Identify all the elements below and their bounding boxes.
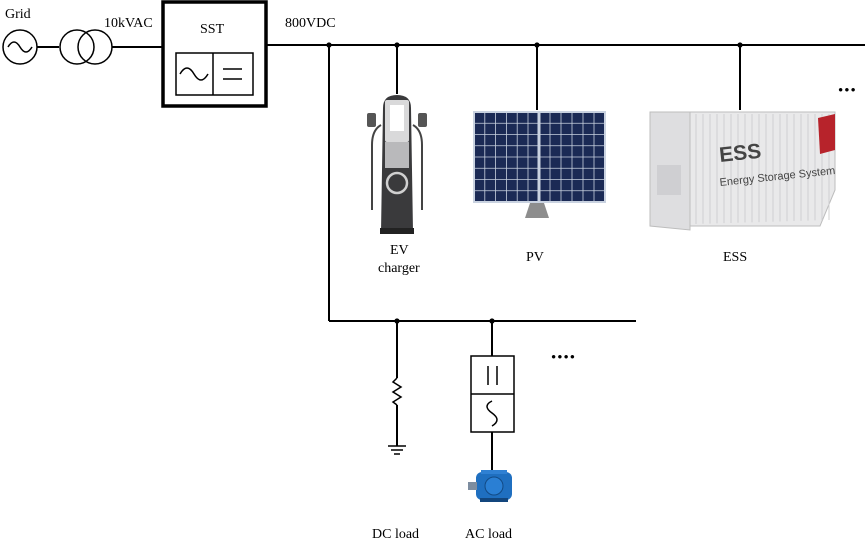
ac-load-label: AC load [465, 527, 512, 542]
resistor-icon [391, 377, 403, 406]
ess-container-title: ESS [718, 140, 762, 167]
grid-label: Grid [5, 7, 31, 22]
ac-voltage-label: 10kVAC [104, 16, 153, 31]
pv-panel-icon [473, 111, 606, 218]
sst-label: SST [200, 22, 225, 37]
ev-label-line1: EV [390, 243, 409, 258]
ev-charger-icon [367, 95, 427, 234]
more-lower-dots: •••• [551, 350, 576, 366]
ac-dc-converter-icon [175, 52, 254, 96]
ess-container-icon: ESS Energy Storage System [649, 111, 836, 231]
transformer-icon [59, 29, 113, 65]
more-upper-dots: ••• [838, 83, 857, 99]
dc-voltage-label: 800VDC [285, 16, 336, 31]
grid-source-icon [2, 29, 38, 65]
motor-icon [468, 470, 512, 502]
sst-block [161, 0, 268, 108]
dc-load-label: DC load [372, 527, 419, 542]
dc-ac-inverter-icon [470, 355, 515, 433]
pv-label: PV [526, 250, 544, 265]
ev-label-line2: charger [378, 261, 420, 276]
ess-label: ESS [723, 250, 747, 265]
ground-icon [388, 445, 406, 455]
